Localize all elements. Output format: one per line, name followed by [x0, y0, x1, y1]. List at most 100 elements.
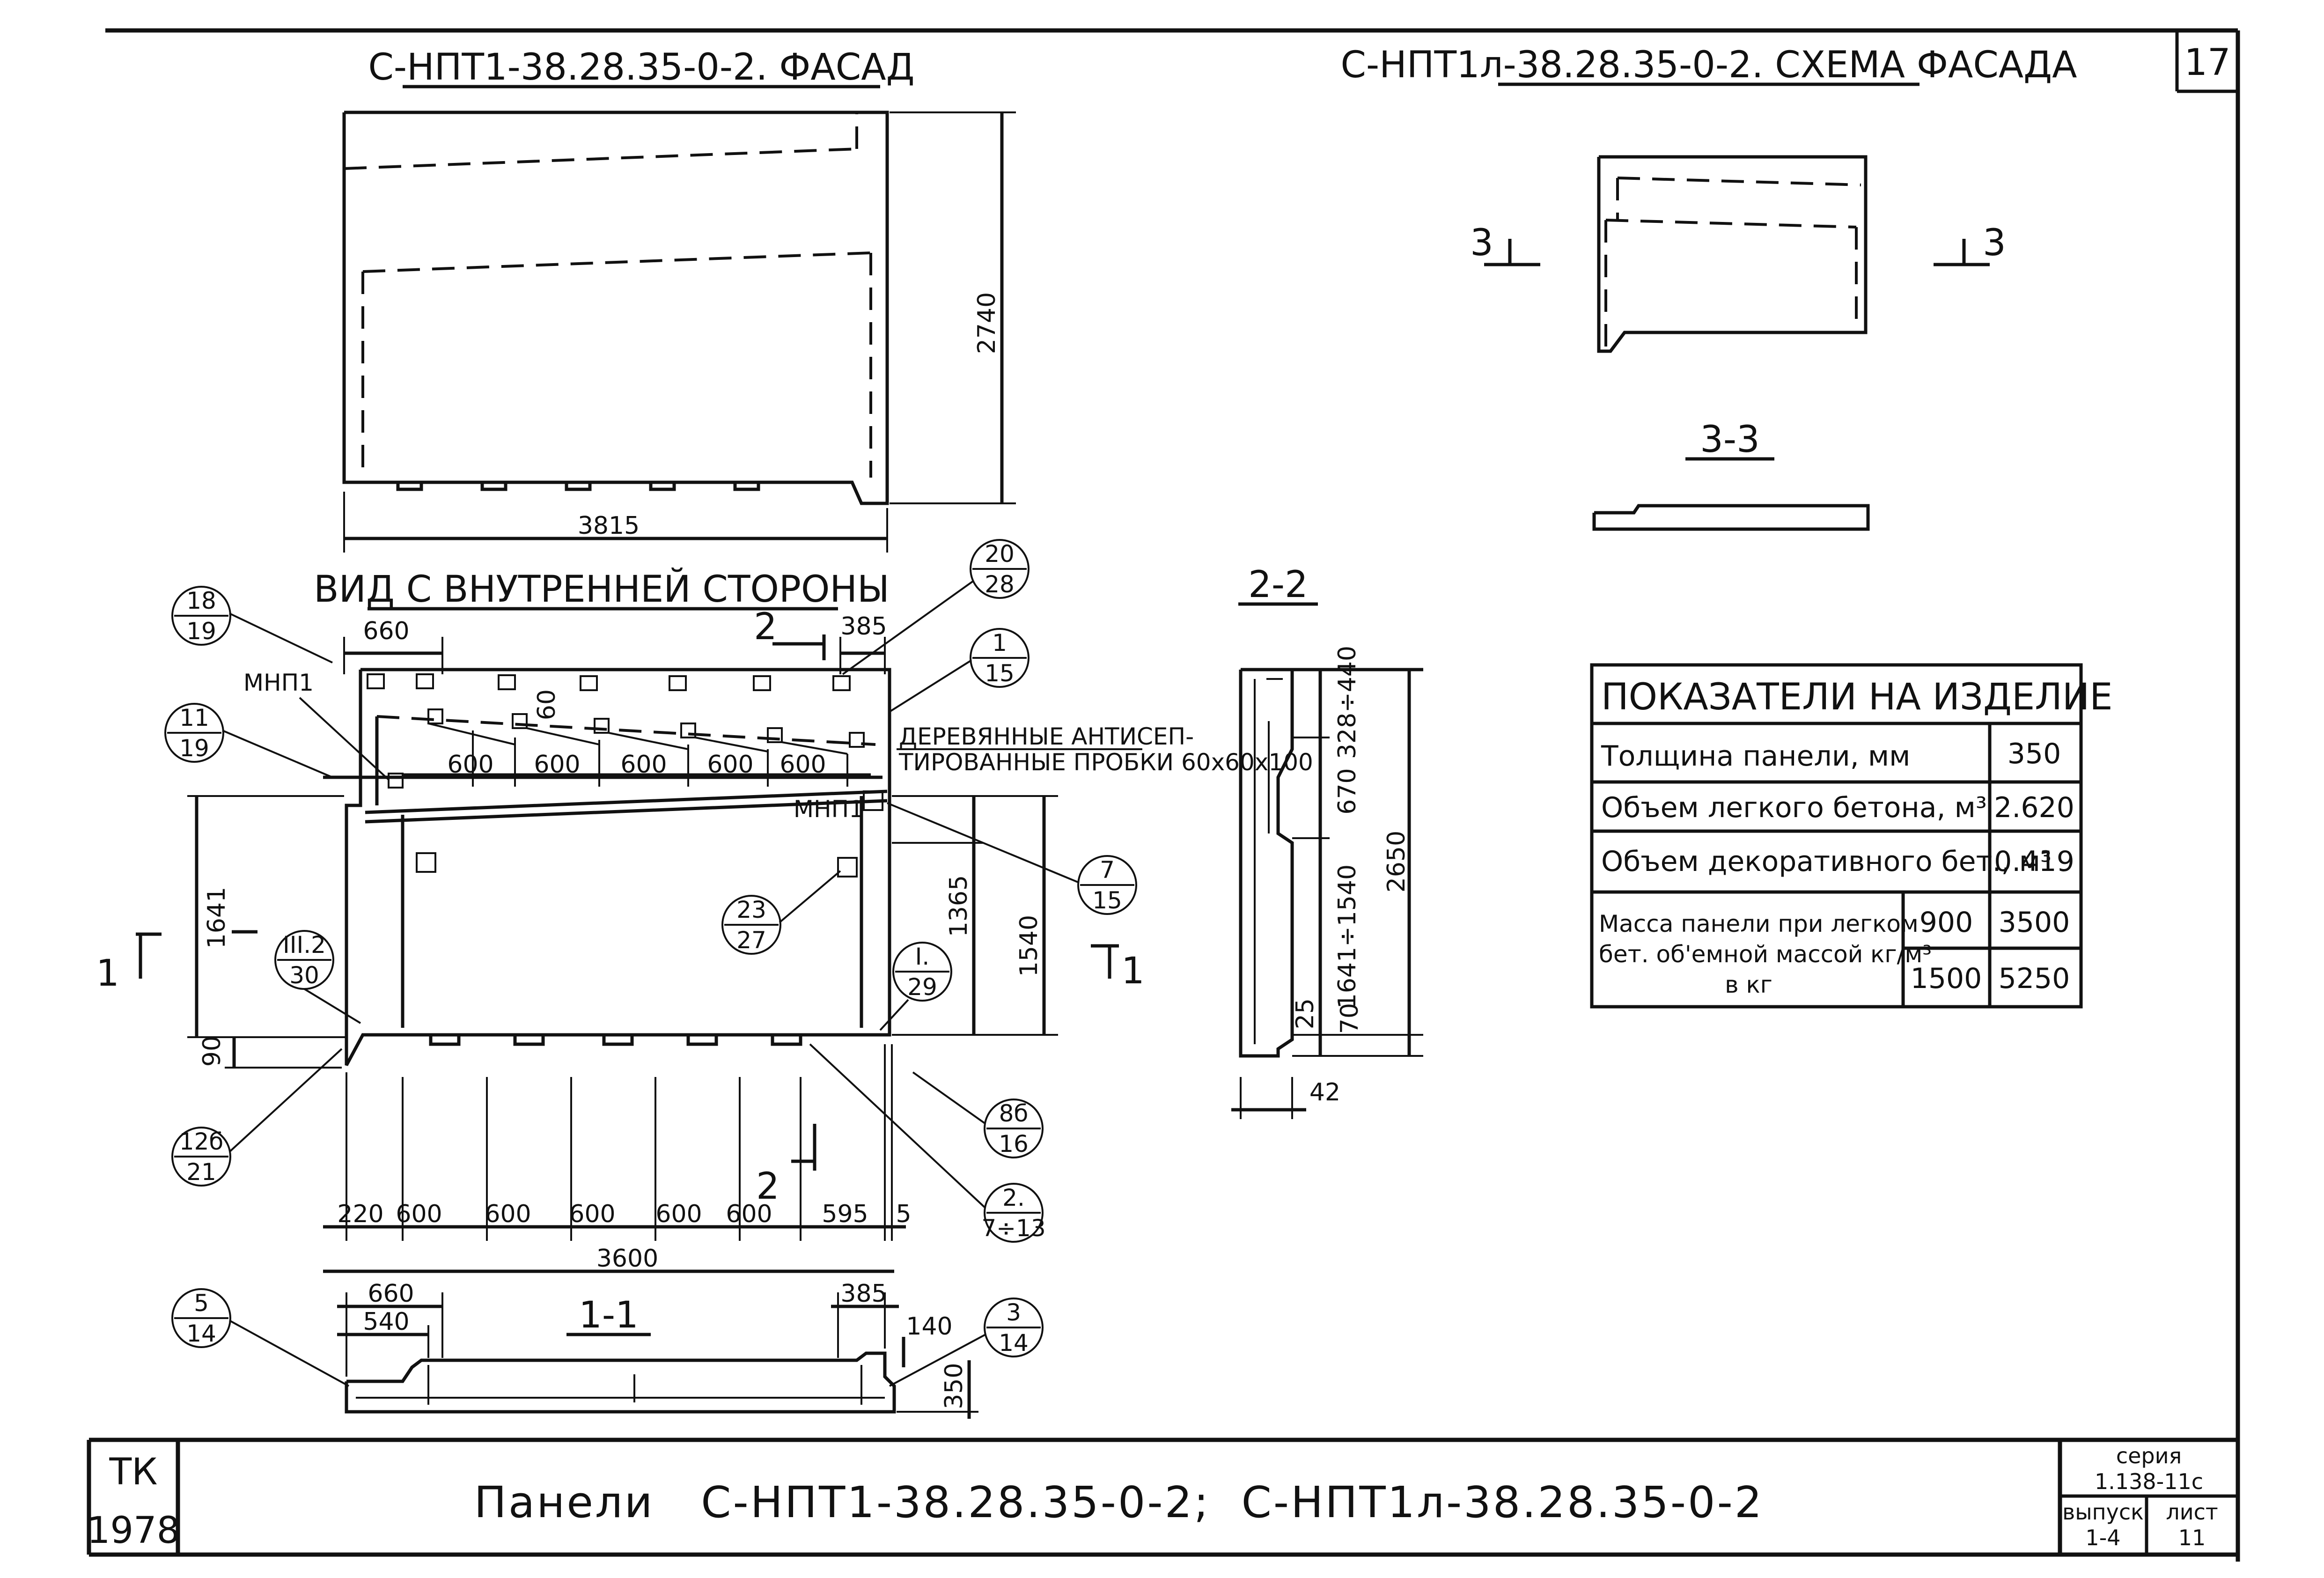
issue-value: 1-4 — [2085, 1525, 2120, 1550]
section-2-2-profile — [1231, 668, 1423, 1119]
callout-bottom: 15 — [1092, 887, 1122, 914]
s22-dim-1641-1540: 1641÷1540 — [1333, 864, 1361, 1009]
mnp-left-label: МНП1 — [243, 669, 314, 696]
callout: 5 14 — [171, 1288, 349, 1387]
plugs-note-line2: ТИРОВАННЫЕ ПРОБКИ 60х60х100 — [898, 749, 1313, 776]
callout-bottom: 21 — [186, 1158, 216, 1186]
list-value: 11 — [2178, 1525, 2206, 1550]
facade-view — [342, 111, 1016, 553]
callout: 20 28 — [842, 539, 1030, 675]
series-label: серия — [2116, 1443, 2182, 1468]
section-1-1-profile — [337, 1292, 978, 1419]
callout-bottom: 7÷13 — [981, 1215, 1045, 1242]
deco-concrete-value: 0.419 — [1994, 845, 2074, 878]
sheet-frame — [87, 28, 2240, 1562]
mass-5250: 5250 — [1999, 962, 2070, 995]
s11-dim-660: 660 — [368, 1280, 414, 1308]
mass-label-line3: в кг — [1725, 971, 1772, 998]
cut-2-bottom: 2 — [756, 1165, 780, 1208]
scheme-title: С-НПТ1л-38.28.35-0-2. СХЕМА ФАСАДА — [1341, 44, 2077, 86]
section-3-3-profile — [1592, 504, 1870, 531]
cut-2-top: 2 — [754, 606, 777, 648]
callout-top: 2. — [1002, 1184, 1025, 1211]
dim-plug-pitch-5: 600 — [780, 751, 826, 779]
callout-top: 20 — [985, 540, 1015, 568]
s11-dim-350: 350 — [940, 1363, 968, 1409]
callout-top: 5 — [194, 1290, 209, 1317]
callout-top: I. — [915, 943, 930, 970]
deco-concrete-label: Объем декоративного бет., м³ — [1601, 845, 2052, 878]
callout-bottom: 28 — [985, 571, 1015, 598]
s22-dim-42: 42 — [1309, 1078, 1340, 1106]
callout: I. 29 — [879, 942, 952, 1031]
dim-top-385: 385 — [840, 612, 887, 641]
dim-bottom-600-4: 600 — [655, 1200, 702, 1228]
dim-bottom-600-5: 600 — [726, 1200, 772, 1228]
facade-height-dim: 2740 — [973, 292, 1001, 354]
callout-bottom: 14 — [999, 1329, 1029, 1357]
dim-bottom-220: 220 — [337, 1200, 383, 1228]
callout-top: 3 — [1006, 1299, 1021, 1326]
table-title: ПОКАЗАТЕЛИ НА ИЗДЕЛИЕ — [1601, 676, 2113, 718]
org-code: ТК — [109, 1451, 157, 1493]
sheet-number: 17 — [2184, 42, 2230, 84]
s22-dim-25: 25 — [1291, 998, 1319, 1029]
dim-bottom-600-3: 600 — [569, 1200, 615, 1228]
light-concrete-value: 2.620 — [1994, 791, 2074, 824]
facade-title: С-НПТ1-38.28.35-0-2. ФАСАД — [368, 46, 914, 88]
density-1500: 1500 — [1911, 962, 1982, 995]
callout-bottom: 14 — [186, 1320, 216, 1347]
dim-plug-60: 60 — [533, 689, 561, 720]
thickness-value: 350 — [2008, 737, 2061, 770]
callout: 23 27 — [721, 870, 841, 955]
facade-width-dim: 3815 — [578, 512, 640, 540]
dim-bottom-5: 5 — [896, 1200, 911, 1228]
callout-bottom: 15 — [985, 660, 1015, 687]
cut-1-right: 1 — [1121, 950, 1145, 992]
dim-plug-pitch-2: 600 — [534, 751, 580, 779]
mnp-right-label: МНП1 — [794, 796, 864, 823]
dim-left-1641: 1641 — [203, 887, 231, 949]
callout-bottom: 16 — [999, 1130, 1029, 1158]
s11-dim-385: 385 — [840, 1280, 887, 1308]
callout-top: 11 — [179, 704, 209, 731]
dim-total-3600: 3600 — [596, 1245, 658, 1273]
s11-dim-540: 540 — [363, 1308, 409, 1336]
list-label: лист — [2166, 1499, 2218, 1525]
cut-3-left: 3 — [1470, 222, 1493, 264]
section-3-3-title: 3-3 — [1700, 419, 1759, 461]
scheme-view — [1484, 155, 1990, 353]
s22-dim-2650: 2650 — [1383, 831, 1411, 892]
callout: 3 14 — [889, 1298, 1044, 1387]
s22-dim-70: 70 — [1336, 1003, 1364, 1034]
dim-bottom-600-1: 600 — [396, 1200, 442, 1228]
dim-bottom-600-2: 600 — [485, 1200, 531, 1228]
dim-top-660: 660 — [363, 617, 409, 645]
callout-top: 23 — [736, 896, 766, 923]
callout: III.2 30 — [274, 930, 361, 1024]
section-2-2-title: 2-2 — [1248, 564, 1308, 606]
main-title: Панели С-НПТ1-38.28.35-0-2; С-НПТ1л-38.2… — [474, 1477, 1764, 1527]
callout-bottom: 29 — [907, 973, 937, 1001]
callout-top: 8б — [999, 1100, 1029, 1127]
callout-top: 18 — [186, 587, 216, 614]
dim-right-1540: 1540 — [1015, 915, 1043, 977]
s22-dim-670: 670 — [1333, 768, 1361, 814]
density-900: 900 — [1920, 906, 1973, 939]
callout-top: III.2 — [283, 931, 326, 959]
cut-1-left: 1 — [96, 952, 119, 995]
mass-label-line2: бет. об'емной массой кг/м³ — [1599, 941, 1932, 968]
callout-top: 1 — [992, 629, 1007, 656]
callout: 8б 16 — [912, 1071, 1044, 1158]
section-1-1-title: 1-1 — [579, 1294, 638, 1336]
inner-view-title: ВИД С ВНУТРЕННЕЙ СТОРОНЫ — [314, 568, 890, 611]
callout: 18 19 — [171, 586, 333, 664]
dim-plug-pitch-1: 600 — [447, 751, 493, 779]
series-value: 1.138-11с — [2095, 1469, 2203, 1494]
thickness-label: Толщина панели, мм — [1601, 740, 1910, 773]
dim-bottom-595: 595 — [822, 1200, 868, 1228]
dim-plug-pitch-3: 600 — [620, 751, 667, 779]
callout: 1 15 — [889, 628, 1030, 713]
dim-plug-pitch-4: 600 — [707, 751, 753, 779]
